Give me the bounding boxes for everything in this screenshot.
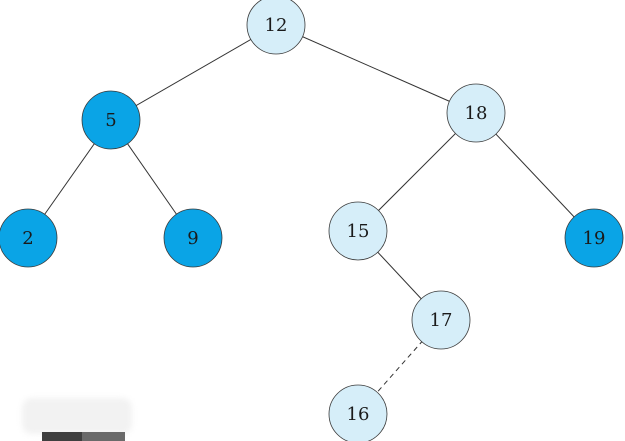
blurred-watermark-area xyxy=(22,398,132,434)
edge-n12-n5 xyxy=(110,24,277,121)
tree-node-9: 9 xyxy=(163,208,223,268)
node-label-12: 12 xyxy=(265,15,288,36)
node-circle-18 xyxy=(446,83,506,143)
node-label-15: 15 xyxy=(347,221,370,242)
node-label-16: 16 xyxy=(347,404,370,425)
node-label-17: 17 xyxy=(430,310,453,331)
node-circle-15 xyxy=(328,201,388,261)
node-label-9: 9 xyxy=(187,228,198,249)
tree-node-2: 2 xyxy=(0,208,58,268)
node-circle-19 xyxy=(564,208,624,268)
node-circle-16 xyxy=(328,384,388,441)
edge-n12-n18 xyxy=(275,24,477,114)
tree-node-5: 5 xyxy=(81,90,141,150)
node-label-18: 18 xyxy=(465,103,488,124)
tree-edges xyxy=(27,24,595,415)
tree-node-18: 18 xyxy=(446,83,506,143)
node-label-19: 19 xyxy=(583,228,606,249)
bottom-edge-bar-gray xyxy=(82,432,125,441)
node-circle-12 xyxy=(246,0,306,55)
node-label-2: 2 xyxy=(22,228,33,249)
node-circle-5 xyxy=(81,90,141,150)
tree-node-16: 16 xyxy=(328,384,388,441)
tree-node-19: 19 xyxy=(564,208,624,268)
node-circle-17 xyxy=(411,290,471,350)
bottom-edge-bar-dark xyxy=(42,432,82,441)
node-circle-9 xyxy=(163,208,223,268)
tree-node-12: 12 xyxy=(246,0,306,55)
node-circle-2 xyxy=(0,208,58,268)
tree-node-17: 17 xyxy=(411,290,471,350)
tree-node-15: 15 xyxy=(328,201,388,261)
node-label-5: 5 xyxy=(105,110,116,131)
